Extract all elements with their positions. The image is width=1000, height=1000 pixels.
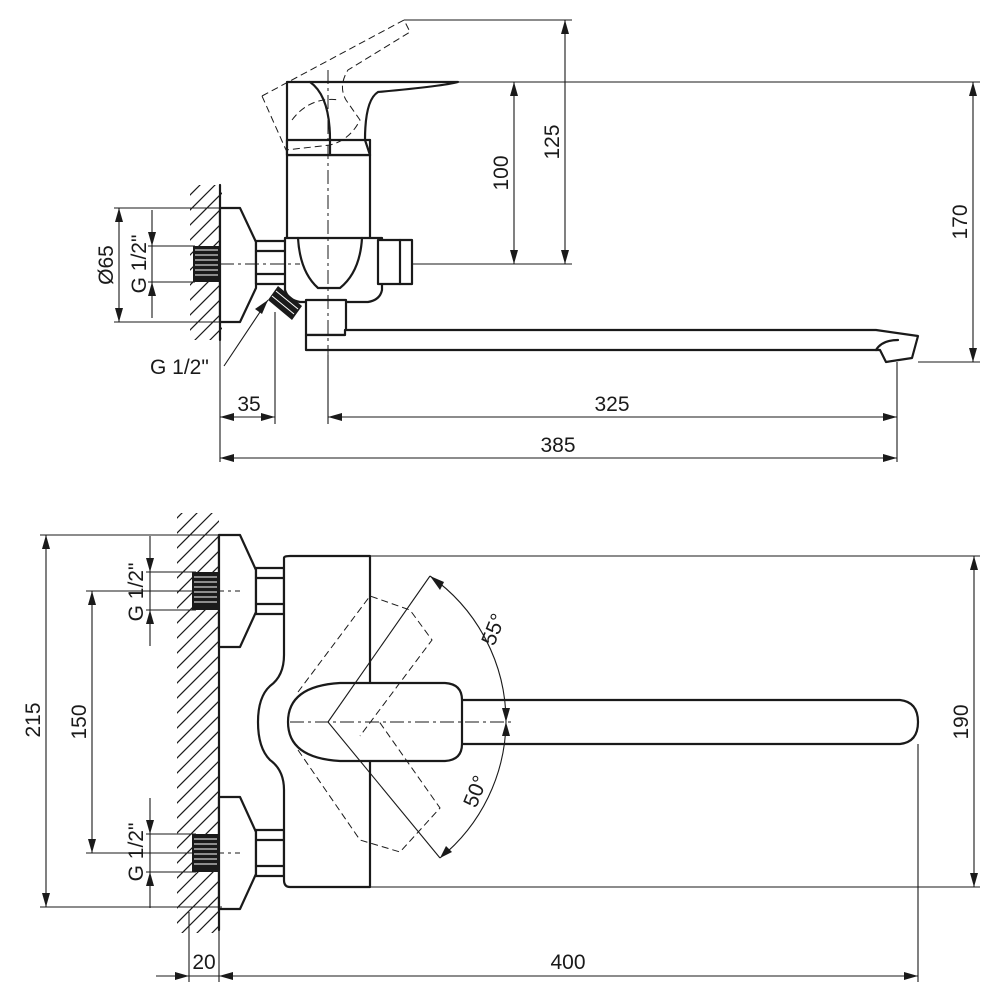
dim-35-label: 35 — [237, 393, 260, 416]
rosette-flange — [218, 206, 258, 324]
top-view: 55° 50° 215 150 G 1/2" G 1/2" — [22, 513, 980, 982]
dim-325-label: 325 — [594, 393, 629, 416]
spout-top — [453, 698, 920, 746]
angle-55-label: 55° — [477, 611, 510, 649]
dim-400-label: 400 — [550, 951, 585, 974]
spout — [304, 328, 920, 364]
handle-lever — [285, 80, 460, 157]
dim-385-label: 385 — [540, 434, 575, 457]
side-view: 125 100 170 Ø65 G 1/2" G 1/2" — [95, 19, 980, 462]
dim-215-label: 215 — [22, 702, 45, 737]
dim-diameter-label: Ø65 — [95, 245, 118, 285]
thread-outlet-label: G 1/2" — [150, 356, 209, 379]
angle-50-label: 50° — [459, 773, 492, 811]
dim-170-label: 170 — [949, 204, 972, 239]
shower-outlet — [376, 238, 414, 286]
outlet-thread-diagonal — [268, 286, 302, 320]
dim-100-label: 100 — [490, 155, 513, 190]
thread-lower-label: G 1/2" — [125, 823, 148, 882]
dim-190-label: 190 — [950, 704, 973, 739]
thread-inlet-label: G 1/2" — [128, 235, 151, 294]
dim-125-label: 125 — [541, 124, 564, 159]
dim-150-label: 150 — [68, 704, 91, 739]
thread-upper-label: G 1/2" — [125, 563, 148, 622]
wall-hatch-top — [177, 513, 219, 933]
dim-20-label: 20 — [192, 951, 215, 974]
